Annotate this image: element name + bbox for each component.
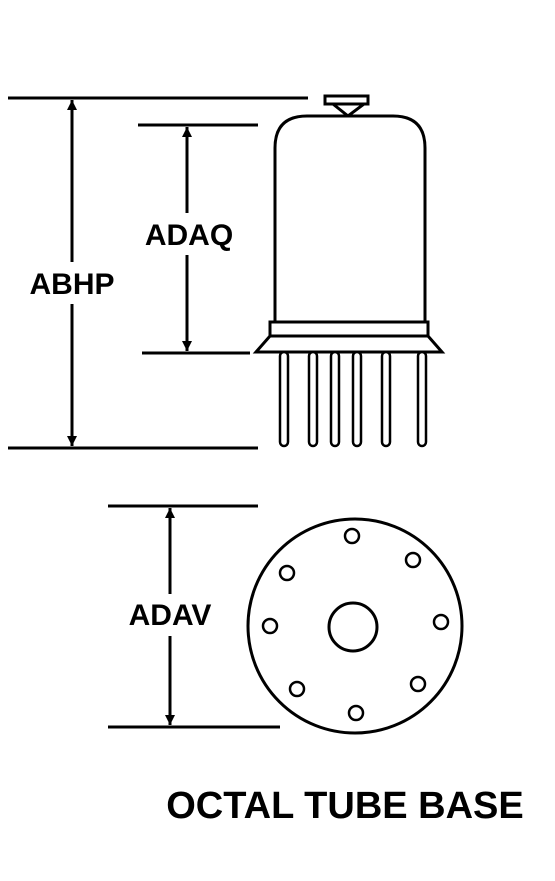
tube-pins [278, 350, 428, 448]
tube-tip-seal [328, 102, 369, 118]
tube-pin [329, 350, 341, 448]
tube-base-collar [268, 320, 430, 338]
abhp-label: ABHP [29, 268, 114, 301]
adaq-label: ADAQ [145, 219, 233, 252]
tube-side-view [252, 94, 446, 354]
pin-hole [261, 617, 279, 635]
tube-pin [380, 350, 392, 448]
pin-hole [347, 704, 365, 722]
adav-dimension: ADAV [108, 504, 280, 729]
tube-pin [351, 350, 363, 448]
pin-hole [432, 613, 450, 631]
pin-hole [288, 680, 306, 698]
pin-hole [278, 564, 296, 582]
tube-pin [307, 350, 319, 448]
tube-base-flange [252, 334, 446, 354]
adaq-dimension: ADAQ [136, 123, 258, 355]
tube-pin [416, 350, 428, 448]
pin-hole [404, 551, 422, 569]
pin-hole [409, 675, 427, 693]
diagram-caption: OCTAL TUBE BASE [166, 785, 524, 827]
pin-hole [343, 527, 361, 545]
tube-pin [278, 350, 290, 448]
center-key-hole [327, 601, 379, 653]
octal-base-bottom-view [246, 517, 464, 735]
tube-envelope [273, 114, 427, 322]
abhp-dimension: ABHP [8, 96, 308, 450]
adav-label: ADAV [129, 599, 212, 632]
